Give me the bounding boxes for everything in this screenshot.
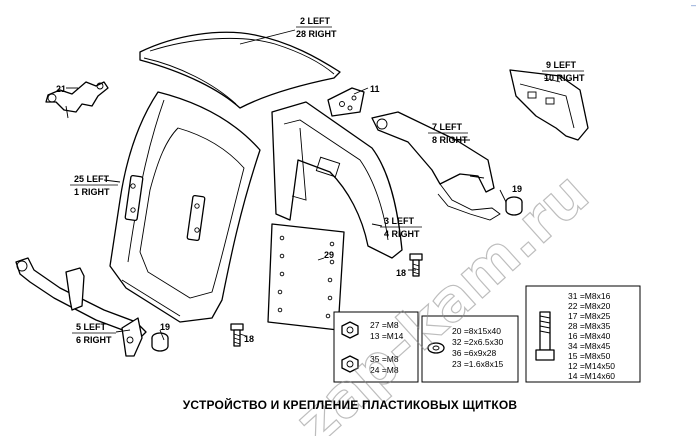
washers-legend-box: 20 =8x15x40 32 =2x6.5x30 36 =6x9x28 23 =…: [421, 315, 519, 383]
callout-p9: 9 LEFT 10 RIGHT: [542, 60, 585, 83]
rear-mudguard-panel: [271, 101, 403, 259]
bolt-spec-2: 22 =M8x20: [568, 301, 611, 311]
label-19-lower: 19: [160, 322, 170, 332]
label-21: 21: [56, 84, 66, 94]
bolts-legend-box: 31 =M8x16 22 =M8x20 17 =M8x25 28 =M8x35 …: [525, 285, 641, 383]
leader-lines: [66, 29, 561, 341]
bolt-spec-3: 17 =M8x25: [568, 311, 611, 321]
label-19-upper: 19: [512, 184, 522, 194]
washer-spec-2: 32 =2x6.5x30: [452, 337, 504, 347]
bolt-spec-5: 16 =M8x40: [568, 331, 611, 341]
washer-spec-1: 20 =8x15x40: [452, 326, 501, 336]
bolt-mid: [409, 253, 423, 277]
spacer-lower: [151, 332, 169, 352]
nut-spec-2: 13 =M14: [370, 331, 404, 341]
washer-spec-3: 36 =6x9x28: [452, 348, 496, 358]
front-fender-panel: [109, 91, 261, 323]
corner-mark: –: [690, 0, 696, 10]
nut-spec-1: 27 =M8: [370, 320, 399, 330]
label-29: 29: [324, 250, 334, 260]
callout-p25: 25 LEFT 1 RIGHT: [70, 174, 118, 197]
rubber-flap: [267, 223, 345, 331]
callout-p2: 2 LEFT 28 RIGHT: [296, 16, 337, 39]
nuts-legend-box: 27 =M8 13 =M14 35 =M8 24 =M8: [333, 311, 419, 383]
label-6-right: 6 RIGHT: [76, 335, 112, 345]
nut-spec-3: 35 =M8: [370, 354, 399, 364]
lower-tube-bracket: [15, 257, 147, 357]
label-11: 11: [370, 84, 380, 94]
label-7-left: 7 LEFT: [432, 122, 463, 132]
label-1-right: 1 RIGHT: [74, 187, 110, 197]
mount-bracket-right: [509, 69, 589, 141]
label-25-left: 25 LEFT: [74, 174, 110, 184]
label-4-right: 4 RIGHT: [384, 229, 420, 239]
fender-top-cap: [139, 31, 341, 109]
diagram-title: УСТРОЙСТВО И КРЕПЛЕНИЕ ПЛАСТИКОВЫХ ЩИТКО…: [182, 398, 518, 412]
label-18-lower: 18: [244, 334, 254, 344]
label-8-right: 8 RIGHT: [432, 135, 468, 145]
label-10-right: 10 RIGHT: [544, 73, 585, 83]
spacer-upper: [505, 196, 523, 216]
bolt-spec-8: 12 =M14x50: [568, 361, 615, 371]
clamp-assembly: [45, 81, 109, 119]
callout-p5: 5 LEFT 6 RIGHT: [72, 322, 116, 345]
callout-p3: 3 LEFT 4 RIGHT: [380, 216, 422, 239]
bolt-spec-9: 14 =M14x60: [568, 371, 615, 381]
bracket-plate: [327, 87, 365, 117]
label-28-right: 28 RIGHT: [296, 29, 337, 39]
label-5-left: 5 LEFT: [76, 322, 107, 332]
bolt-spec-4: 28 =M8x35: [568, 321, 611, 331]
label-3-left: 3 LEFT: [384, 216, 415, 226]
bolt-lower: [230, 323, 244, 347]
label-18-mid: 18: [396, 268, 406, 278]
washer-spec-4: 23 =1.6x8x15: [452, 359, 504, 369]
callout-p7: 7 LEFT 8 RIGHT: [428, 122, 468, 145]
nut-spec-4: 24 =M8: [370, 365, 399, 375]
bolt-spec-6: 34 =M8x45: [568, 341, 611, 351]
bolt-spec-1: 31 =M8x16: [568, 291, 611, 301]
label-9-left: 9 LEFT: [546, 60, 577, 70]
label-2-left: 2 LEFT: [300, 16, 331, 26]
bolt-spec-7: 15 =M8x50: [568, 351, 611, 361]
